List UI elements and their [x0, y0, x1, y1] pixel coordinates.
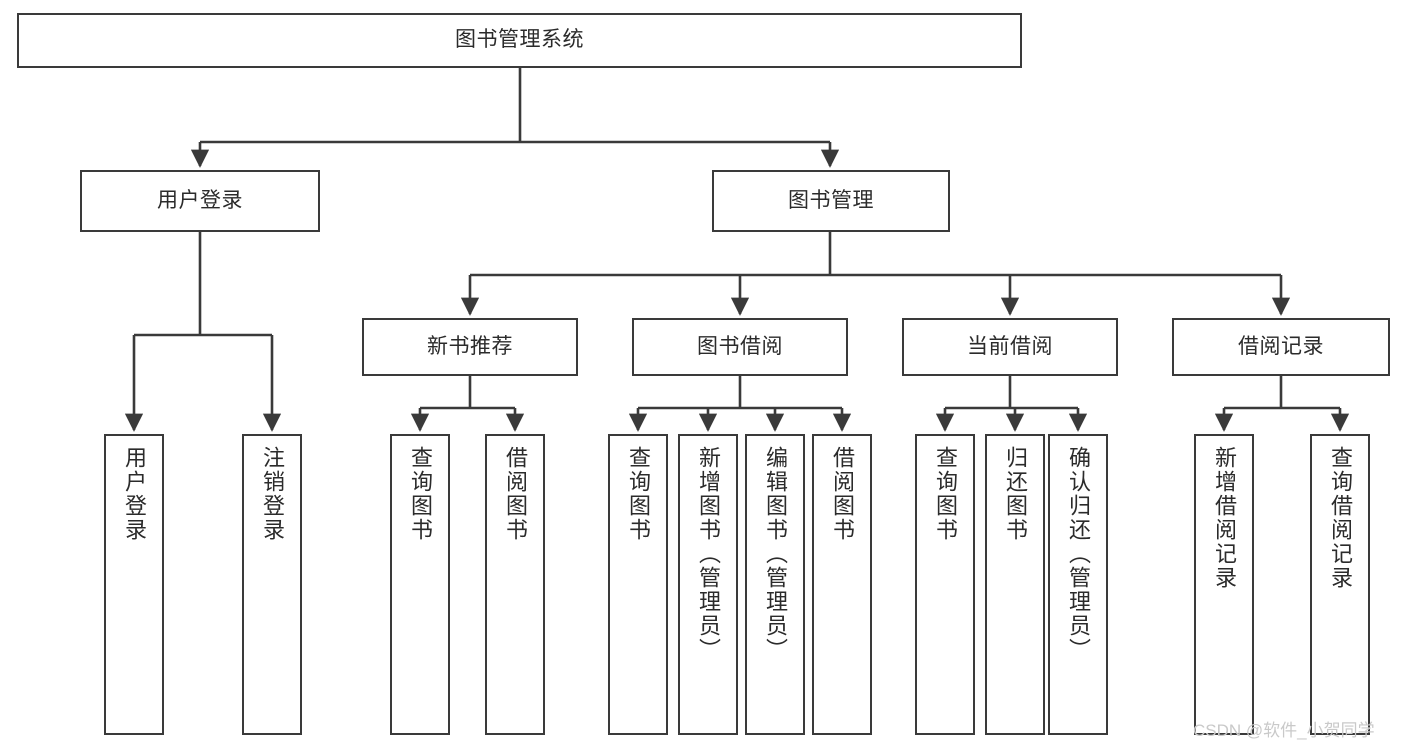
leaf-new-book-2-label: 借阅图书 [503, 446, 528, 542]
leaf-borrow-record-1[interactable]: 新增借阅记录 [1194, 434, 1254, 735]
node-book-borrow-label: 图书借阅 [697, 334, 783, 358]
leaf-borrow-record-2[interactable]: 查询借阅记录 [1310, 434, 1370, 735]
csdn-watermark: CSDN @软件_小贺同学 [1193, 721, 1375, 740]
leaf-borrow-record-1-label: 新增借阅记录 [1212, 446, 1237, 590]
node-user-login-label: 用户登录 [157, 188, 243, 212]
node-user-login[interactable]: 用户登录 [80, 170, 320, 232]
leaf-book-borrow-1[interactable]: 查询图书 [608, 434, 668, 735]
leaf-current-borrow-1[interactable]: 查询图书 [915, 434, 975, 735]
leaf-user-login-2-label: 注销登录 [260, 446, 285, 542]
node-book-management-label: 图书管理 [788, 188, 874, 212]
leaf-new-book-1-label: 查询图书 [408, 446, 433, 542]
node-book-borrow[interactable]: 图书借阅 [632, 318, 848, 376]
node-borrow-records[interactable]: 借阅记录 [1172, 318, 1390, 376]
node-new-book-recommend-label: 新书推荐 [427, 334, 513, 358]
leaf-user-login-1[interactable]: 用户登录 [104, 434, 164, 735]
node-book-management[interactable]: 图书管理 [712, 170, 950, 232]
leaf-new-book-1[interactable]: 查询图书 [390, 434, 450, 735]
leaf-book-borrow-2[interactable]: 新增图书（管理员） [678, 434, 738, 735]
leaf-current-borrow-3-label: 确认归还（管理员） [1066, 446, 1091, 662]
leaf-new-book-2[interactable]: 借阅图书 [485, 434, 545, 735]
leaf-book-borrow-3[interactable]: 编辑图书（管理员） [745, 434, 805, 735]
node-root[interactable]: 图书管理系统 [17, 13, 1022, 68]
leaf-current-borrow-3[interactable]: 确认归还（管理员） [1048, 434, 1108, 735]
leaf-current-borrow-2[interactable]: 归还图书 [985, 434, 1045, 735]
leaf-user-login-1-label: 用户登录 [122, 446, 147, 542]
leaf-book-borrow-4-label: 借阅图书 [830, 446, 855, 542]
leaf-book-borrow-4[interactable]: 借阅图书 [812, 434, 872, 735]
node-current-borrow-label: 当前借阅 [967, 334, 1053, 358]
leaf-borrow-record-2-label: 查询借阅记录 [1328, 446, 1353, 590]
leaf-current-borrow-2-label: 归还图书 [1003, 446, 1028, 542]
leaf-book-borrow-3-label: 编辑图书（管理员） [763, 446, 788, 662]
node-root-label: 图书管理系统 [455, 28, 584, 52]
leaf-book-borrow-1-label: 查询图书 [626, 446, 651, 542]
leaf-user-login-2[interactable]: 注销登录 [242, 434, 302, 735]
node-current-borrow[interactable]: 当前借阅 [902, 318, 1118, 376]
node-borrow-records-label: 借阅记录 [1238, 334, 1324, 358]
node-new-book-recommend[interactable]: 新书推荐 [362, 318, 578, 376]
leaf-current-borrow-1-label: 查询图书 [933, 446, 958, 542]
leaf-book-borrow-2-label: 新增图书（管理员） [696, 446, 721, 662]
